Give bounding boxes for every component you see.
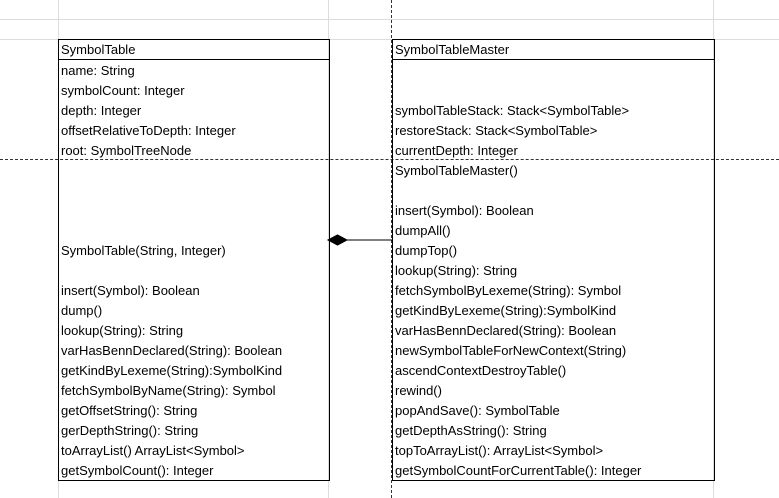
symbol-table-class-title: SymbolTable [61, 42, 136, 57]
symbol-table-master-method: insert(Symbol): Boolean [395, 203, 534, 218]
symbol-table-attribute: symbolCount: Integer [61, 83, 185, 98]
grid-line [713, 0, 714, 498]
symbol-table-master-method: getSymbolCountForCurrentTable(): Integer [395, 463, 642, 478]
symbol-table-method: lookup(String): String [61, 323, 184, 338]
composition-diamond-icon [326, 234, 349, 246]
symbol-table-method: varHasBennDeclared(String): Boolean [61, 343, 283, 358]
symbol-table-master-attribute: currentDepth: Integer [395, 143, 518, 158]
symbol-table-method: insert(Symbol): Boolean [61, 283, 200, 298]
symbol-table-master-method: fetchSymbolByLexeme(String): Symbol [395, 283, 622, 298]
grid-line [0, 19, 779, 20]
symbol-table-attribute: depth: Integer [61, 103, 142, 118]
symbol-table-master-constructor: SymbolTableMaster() [395, 163, 518, 178]
symbol-table-master-method: getDepthAsString(): String [395, 423, 547, 438]
symbol-table-master-method: getKindByLexeme(String):SymbolKind [395, 303, 617, 318]
symbol-table-master-method: varHasBennDeclared(String): Boolean [395, 323, 617, 338]
symbol-table-method: getOffsetString(): String [61, 403, 198, 418]
symbol-table-method: fetchSymbolByName(String): Symbol [61, 383, 276, 398]
symbol-table-master-title-divider [392, 59, 714, 60]
symbol-table-attribute: offsetRelativeToDepth: Integer [61, 123, 236, 138]
symbol-table-method: gerDepthString(): String [61, 423, 199, 438]
symbol-table-master-method: newSymbolTableForNewContext(String) [395, 343, 627, 358]
symbol-table-master-method: lookup(String): String [395, 263, 518, 278]
symbol-table-master-method: dumpAll() [395, 223, 451, 238]
symbol-table-method: dump() [61, 303, 103, 318]
symbol-table-method: getSymbolCount(): Integer [61, 463, 214, 478]
symbol-table-attribute: root: SymbolTreeNode [61, 143, 192, 158]
symbol-table-master-class-title: SymbolTableMaster [395, 42, 510, 57]
symbol-table-master-attribute: restoreStack: Stack<SymbolTable> [395, 123, 598, 138]
symbol-table-master-method: popAndSave(): SymbolTable [395, 403, 560, 418]
symbol-table-constructor: SymbolTable(String, Integer) [61, 243, 226, 258]
symbol-table-master-method: rewind() [395, 383, 442, 398]
symbol-table-master-class-box [392, 39, 715, 481]
grid-line [328, 0, 329, 498]
page-break-vertical [391, 0, 392, 498]
symbol-table-title-divider [58, 59, 329, 60]
symbol-table-attribute: name: String [61, 63, 135, 78]
grid-line [0, 39, 779, 40]
symbol-table-master-attribute: symbolTableStack: Stack<SymbolTable> [395, 103, 630, 118]
symbol-table-class-box [58, 39, 330, 481]
symbol-table-master-method: topToArrayList(): ArrayList<Symbol> [395, 443, 604, 458]
symbol-table-master-method: ascendContextDestroyTable() [395, 363, 567, 378]
page-break-horizontal [0, 159, 779, 160]
symbol-table-method: getKindByLexeme(String):SymbolKind [61, 363, 283, 378]
symbol-table-method: toArrayList() ArrayList<Symbol> [61, 443, 245, 458]
symbol-table-master-method: dumpTop() [395, 243, 458, 258]
